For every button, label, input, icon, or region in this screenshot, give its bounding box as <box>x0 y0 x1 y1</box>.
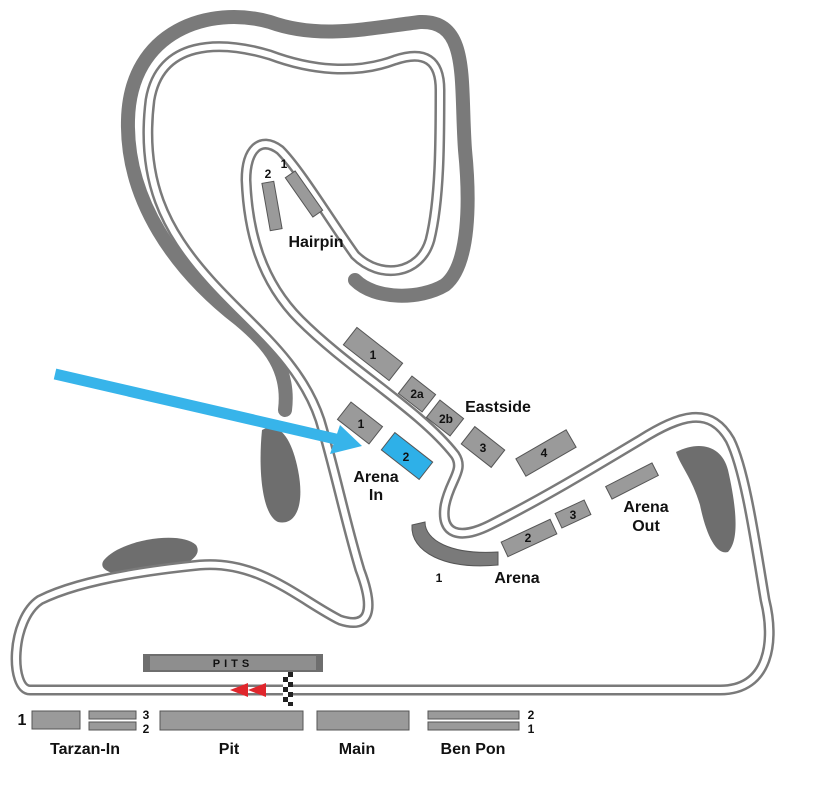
grandstand-hairpin-2[interactable] <box>261 180 283 232</box>
race-track <box>10 41 775 696</box>
grandstand-arena-in-2[interactable]: 2 <box>380 431 434 481</box>
hairpin-stand-2-label: 2 <box>265 167 272 181</box>
ben-pon-stand-2-label: 2 <box>528 708 535 722</box>
ben-pon-stand-1-label: 1 <box>528 722 535 736</box>
pointer-arrow-icon <box>53 368 362 454</box>
tarzan-in-label: Tarzan-In <box>50 741 120 758</box>
grandstand-eastside-1[interactable]: 1 <box>342 326 404 382</box>
grandstand-arena-3[interactable]: 3 <box>554 499 592 529</box>
grandstand-ben-pon-1[interactable] <box>427 721 520 731</box>
grandstand-eastside-2a[interactable]: 2a <box>397 375 437 413</box>
pits-label: PITS <box>213 658 253 670</box>
svg-text:3: 3 <box>570 508 577 522</box>
infield-patch-left <box>260 427 301 523</box>
arena-in-label-line2: In <box>369 487 383 504</box>
arena-out-label-line2: Out <box>632 518 660 535</box>
svg-text:1: 1 <box>358 417 365 431</box>
arena-out-label-line1: Arena <box>623 499 668 516</box>
arena-in-label-line1: Arena <box>353 469 398 486</box>
infield-patch-right <box>676 446 736 553</box>
grandstand-pit[interactable] <box>159 710 304 731</box>
grandstand-eastside-2b[interactable]: 2b <box>425 399 465 437</box>
svg-text:2: 2 <box>403 450 410 464</box>
svg-text:4: 4 <box>541 446 548 460</box>
grandstand-arena-2[interactable]: 2 <box>500 518 558 558</box>
arena-stand-1-label: 1 <box>436 571 443 585</box>
hairpin-label: Hairpin <box>288 234 343 251</box>
direction-arrows-icon <box>230 683 266 697</box>
svg-text:2b: 2b <box>439 412 453 426</box>
grandstand-arena-in-1[interactable]: 1 <box>336 401 384 445</box>
eastside-label: Eastside <box>465 399 531 416</box>
pit-label: Pit <box>219 741 240 758</box>
tarzan-in-stand-2-label: 2 <box>143 722 150 736</box>
tarzan-in-stand-1-label: 1 <box>18 712 27 729</box>
grandstand-main[interactable] <box>316 710 410 731</box>
grandstand-tarzan-in-2[interactable] <box>88 721 137 731</box>
grandstand-eastside-4[interactable]: 4 <box>515 429 577 477</box>
grandstand-tarzan-in-1[interactable] <box>31 710 81 730</box>
grandstand-arena-1[interactable] <box>411 521 499 567</box>
grandstand-tarzan-in-3[interactable] <box>88 710 137 720</box>
ben-pon-label: Ben Pon <box>441 741 506 758</box>
grandstand-hairpin-1[interactable] <box>284 170 324 218</box>
grandstand-arena-out[interactable] <box>604 462 660 500</box>
svg-text:1: 1 <box>370 348 377 362</box>
tarzan-in-stand-3-label: 3 <box>143 708 150 722</box>
grandstand-ben-pon-2[interactable] <box>427 710 520 720</box>
north-loop <box>120 10 475 417</box>
svg-text:2: 2 <box>525 531 532 545</box>
hairpin-stand-1-label: 1 <box>281 157 288 171</box>
svg-text:2a: 2a <box>410 387 424 401</box>
svg-text:3: 3 <box>480 441 487 455</box>
grandstand-eastside-3[interactable]: 3 <box>460 425 506 469</box>
main-label: Main <box>339 741 375 758</box>
arena-label: Arena <box>494 570 539 587</box>
start-finish-line <box>283 672 293 706</box>
